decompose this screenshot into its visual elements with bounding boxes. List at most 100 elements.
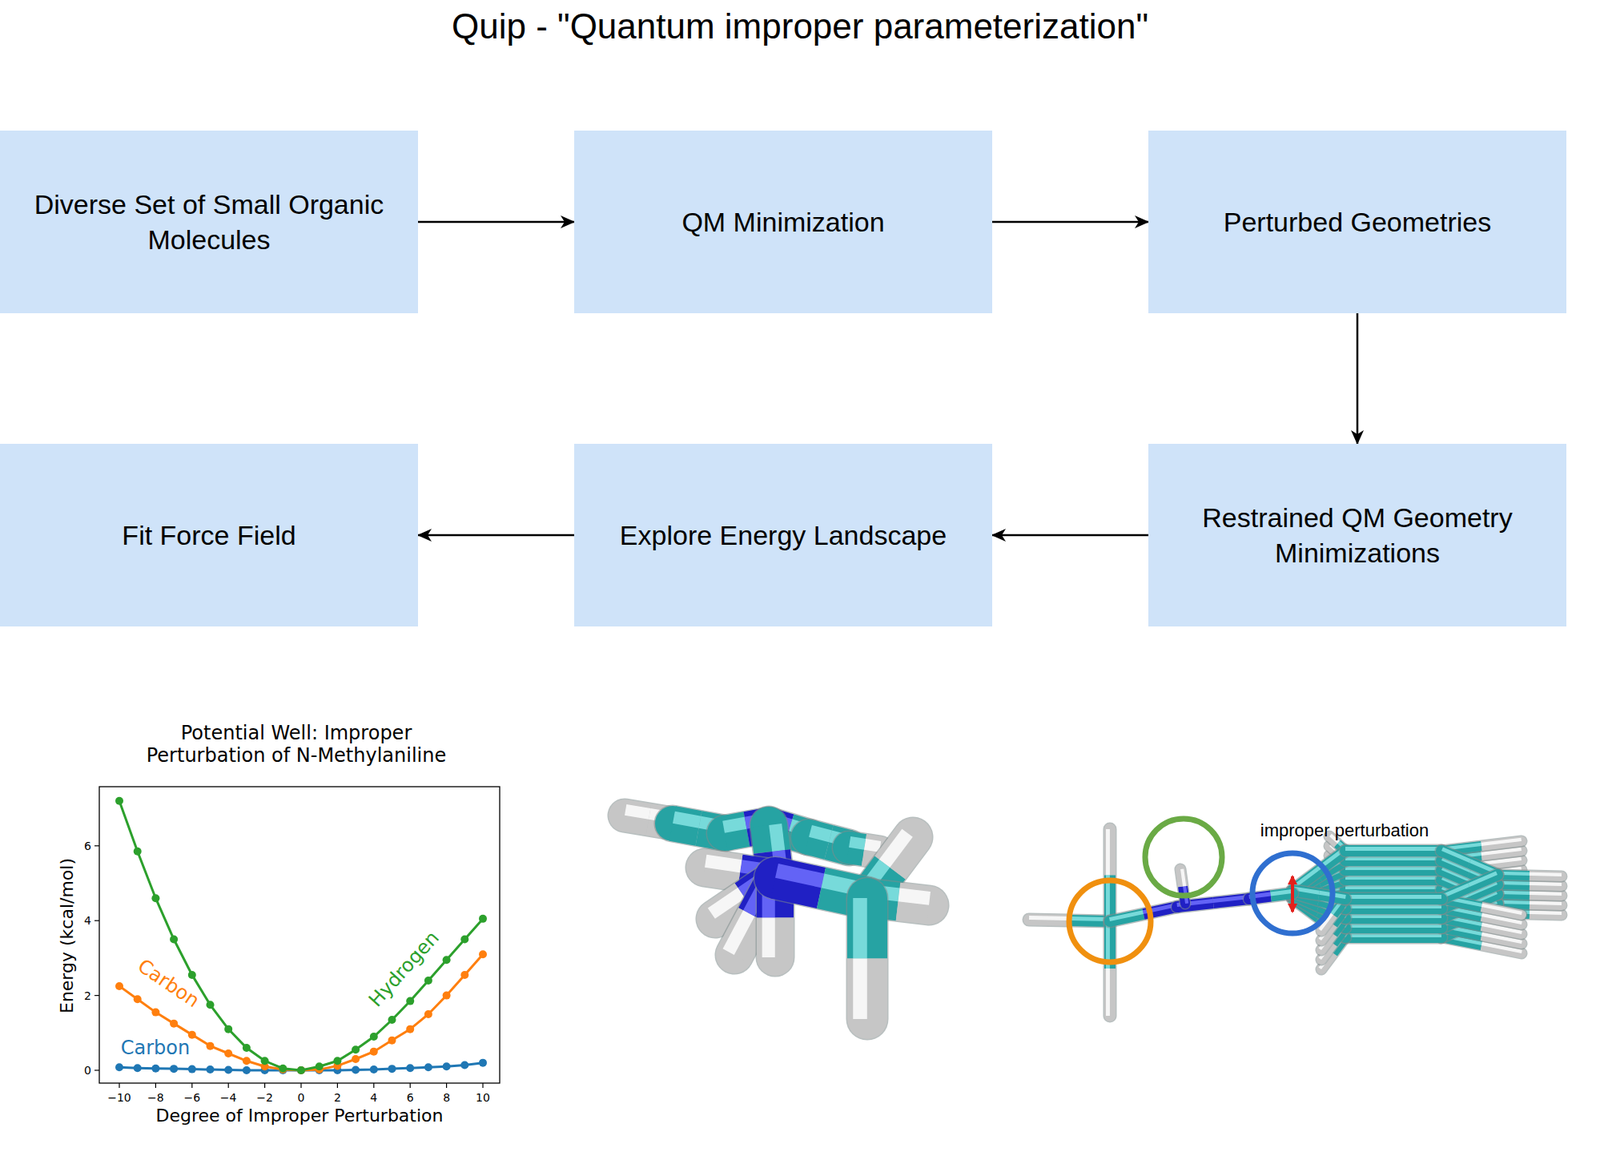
tick-label: 2	[84, 988, 92, 1002]
series-label: Carbon	[120, 1037, 190, 1060]
chart-title: Potential Well: Improper Perturbation of…	[56, 722, 537, 767]
data-point	[169, 1064, 178, 1073]
carbon-circle	[1252, 852, 1333, 933]
box-text-group: Diverse Set of Small Organic Molecules	[6, 186, 412, 258]
data-point	[369, 1047, 378, 1056]
x-tick	[191, 1082, 193, 1088]
bond-outline	[846, 897, 889, 1019]
bond-shine	[864, 844, 881, 847]
tick-label: 2	[333, 1090, 342, 1104]
data-point	[297, 1065, 306, 1074]
tick-label: −2	[256, 1090, 274, 1104]
data-point	[224, 1049, 233, 1058]
data-point	[242, 1056, 251, 1065]
tick-label: 4	[369, 1090, 378, 1104]
box-text-group: Perturbed Geometries	[1223, 204, 1492, 240]
data-point	[278, 1064, 287, 1073]
bond-shine	[884, 832, 909, 864]
molecule-overlay	[1023, 823, 1567, 1022]
bond-shine	[1181, 868, 1185, 887]
hydrogen-circle	[1145, 818, 1223, 896]
data-point	[424, 1062, 433, 1071]
bond-shine	[1029, 916, 1070, 918]
perturbation-arrow	[1290, 876, 1295, 912]
data-point	[297, 1065, 306, 1074]
bond-shine	[776, 870, 823, 881]
data-point	[261, 1056, 270, 1065]
data-point	[406, 996, 415, 1006]
data-point	[388, 1015, 397, 1024]
data-point	[206, 1041, 215, 1050]
bond-shine	[1345, 894, 1394, 899]
x-tick	[118, 1082, 120, 1088]
x-tick	[373, 1082, 374, 1088]
bond-half	[847, 958, 888, 1020]
bond-shine	[1529, 892, 1562, 894]
data-point	[115, 1062, 124, 1071]
molecule-render	[608, 799, 949, 1039]
tick-label: 8	[442, 1090, 451, 1104]
tick-label: 6	[406, 1090, 415, 1104]
bond-shine	[899, 894, 931, 899]
box-text-group: Restrained QM Geometry Minimizations	[1154, 499, 1560, 571]
bond-half	[1104, 968, 1116, 1016]
data-point	[133, 994, 142, 1003]
x-tick	[410, 1082, 411, 1088]
data-point	[333, 1056, 342, 1065]
data-point	[424, 1009, 433, 1018]
bond-outline	[1103, 828, 1118, 921]
tick-label: 0	[297, 1090, 306, 1104]
bond-outline	[1103, 920, 1118, 1016]
bond-shine	[1529, 873, 1562, 875]
bond-outline	[1345, 892, 1442, 906]
process-box: QM Minimization	[574, 130, 993, 314]
data-point	[188, 1065, 197, 1074]
box-label: Diverse Set of Small Organic Molecules	[6, 186, 412, 258]
bond-shine	[762, 917, 776, 958]
box-label: Perturbed Geometries	[1223, 204, 1492, 240]
data-point	[406, 1063, 415, 1072]
x-tick	[155, 1082, 157, 1088]
bond-shine	[1345, 846, 1394, 851]
data-point	[242, 1065, 251, 1074]
atom-cap	[832, 831, 865, 864]
bond-half	[1393, 844, 1442, 857]
diagram-title: Quip - "Quantum improper parameterizatio…	[0, 6, 1600, 47]
data-point	[351, 1054, 360, 1063]
data-point	[460, 1060, 469, 1069]
data-point	[206, 1000, 215, 1009]
data-point	[442, 1061, 451, 1070]
data-point	[460, 970, 469, 979]
data-point	[478, 1058, 487, 1067]
tick-label: −4	[220, 1090, 238, 1104]
bond-shine	[1481, 839, 1522, 845]
data-point	[369, 1032, 378, 1041]
tick-label: −10	[107, 1090, 132, 1104]
data-point	[242, 1043, 251, 1052]
box-text-group: Fit Force Field	[121, 517, 296, 553]
bond-outline	[1345, 844, 1442, 858]
data-point	[478, 914, 487, 923]
bond-shine	[852, 897, 868, 959]
data-point	[224, 1025, 233, 1034]
bond-shine	[705, 860, 741, 867]
bond-half	[1345, 892, 1394, 905]
data-point	[115, 796, 124, 805]
tick-label: −8	[147, 1090, 165, 1104]
bond-shine	[1109, 912, 1143, 920]
bond-shine	[1393, 846, 1442, 851]
energy-curve	[119, 800, 483, 1070]
bond-half	[1345, 844, 1394, 857]
bond-shine	[1393, 894, 1442, 899]
data-point	[424, 976, 433, 985]
box-text-group: QM Minimization	[681, 204, 885, 240]
series-label: Carbon	[132, 954, 203, 1012]
y-tick	[94, 844, 100, 846]
axis-ticks	[94, 845, 483, 1088]
data-point	[351, 1045, 360, 1054]
y-tick	[94, 1069, 100, 1070]
bond-shine	[723, 822, 747, 827]
carbon-circle	[1069, 880, 1151, 962]
x-tick	[446, 1082, 447, 1088]
tick-label: 10	[475, 1090, 491, 1104]
